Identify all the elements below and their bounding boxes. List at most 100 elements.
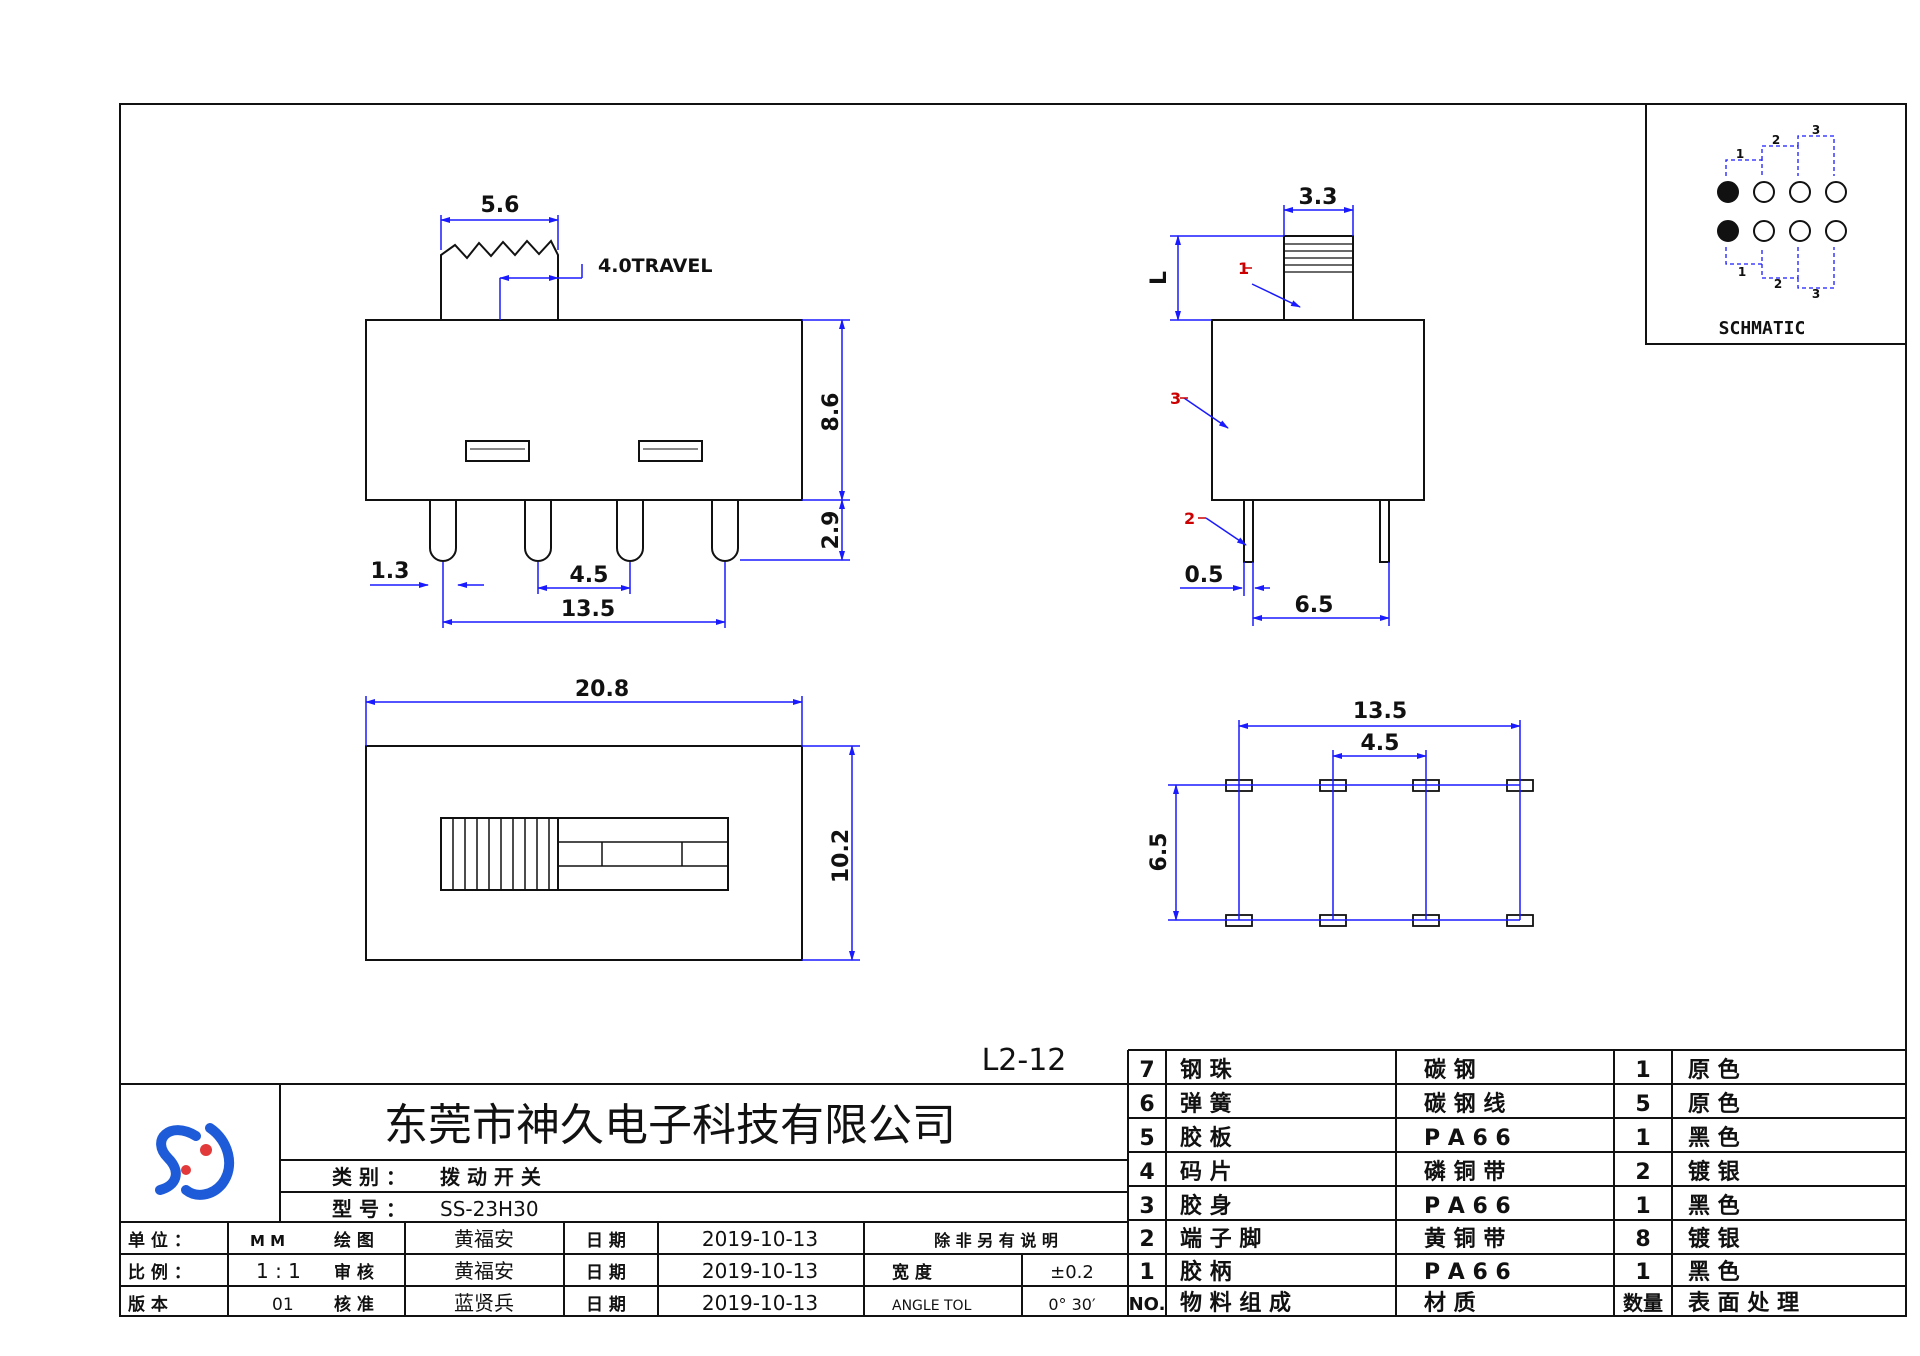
dim-pin-dia: 1.3 — [371, 559, 410, 584]
svg-text:审 核: 审 核 — [334, 1262, 374, 1283]
front-pin-2 — [524, 500, 552, 562]
footprint-view — [1225, 779, 1534, 927]
side-body — [1211, 319, 1425, 501]
category-label: 类 别 ： — [332, 1165, 406, 1189]
svg-text:胶 身: 胶 身 — [1180, 1193, 1232, 1219]
svg-text:黑 色: 黑 色 — [1688, 1193, 1740, 1219]
dim-top-length: 20.8 — [575, 677, 629, 702]
bom-header-name: 物 料 组 成 — [1180, 1290, 1291, 1316]
side-pin-right — [1379, 499, 1390, 563]
model-label: 型 号 ： — [332, 1197, 406, 1221]
bom-row-7-qty: 1 — [1635, 1058, 1650, 1083]
svg-text:2019-10-13: 2019-10-13 — [702, 1291, 818, 1315]
front-pin-3 — [616, 500, 644, 562]
svg-text:2019-10-13: 2019-10-13 — [702, 1259, 818, 1283]
dim-side-knob-width: 3.3 — [1299, 185, 1338, 210]
dim-pin-spacing: 6.5 — [1295, 593, 1334, 618]
schematic: 1 2 3 1 2 3 SCHMATIC — [1645, 103, 1907, 345]
svg-text:磷 铜 带: 磷 铜 带 — [1424, 1159, 1505, 1185]
svg-text:镀 银: 镀 银 — [1688, 1226, 1741, 1252]
svg-text:5: 5 — [1139, 1126, 1154, 1151]
dim-pitch: 4.5 — [570, 563, 609, 588]
front-pin-4 — [711, 500, 739, 562]
schematic-label-top-1: 1 — [1736, 147, 1744, 161]
bom-row-7-fin: 原 色 — [1688, 1057, 1740, 1083]
top-view — [365, 745, 803, 961]
svg-text:比 例 ：: 比 例 ： — [128, 1262, 191, 1283]
bom-table: 7 钢 珠 碳 钢 1 原 色 6 弹 簧 碳 钢 线 5 原 色 5 胶 板 … — [1129, 1057, 1799, 1316]
svg-text:单 位 ：: 单 位 ： — [128, 1230, 191, 1251]
svg-text:2019-10-13: 2019-10-13 — [702, 1227, 818, 1251]
schematic-contact-b2 — [1753, 220, 1775, 242]
svg-text:4: 4 — [1139, 1160, 1154, 1185]
front-window-right — [638, 440, 703, 462]
schematic-contact-b4 — [1825, 220, 1847, 242]
dim-top-width: 10.2 — [829, 829, 854, 883]
footprint-dimensions — [1168, 720, 1521, 921]
callout-3: 3 — [1170, 389, 1181, 408]
svg-text:8: 8 — [1635, 1227, 1650, 1252]
dim-travel: 4.0TRAVEL — [598, 255, 712, 277]
svg-text:ANGLE TOL: ANGLE TOL — [892, 1298, 972, 1314]
side-pin-left — [1243, 499, 1254, 563]
part-code: L2-12 — [982, 1043, 1067, 1078]
svg-text:日 期: 日 期 — [586, 1295, 626, 1315]
footprint-dim-labels: 13.5 4.5 6.5 — [1147, 699, 1407, 871]
svg-text:蓝贤兵: 蓝贤兵 — [454, 1291, 514, 1315]
svg-text:版 本: 版 本 — [128, 1294, 168, 1315]
schematic-label-bot-3: 3 — [1812, 287, 1820, 301]
company-name: 东莞市神久电子科技有限公司 — [384, 1100, 956, 1151]
svg-text:核 准: 核 准 — [334, 1294, 374, 1315]
svg-text:黄 铜 带: 黄 铜 带 — [1424, 1226, 1505, 1252]
svg-text:1 : 1: 1 : 1 — [256, 1259, 301, 1283]
dim-span: 13.5 — [561, 597, 615, 622]
svg-text:胶 柄: 胶 柄 — [1180, 1259, 1232, 1285]
svg-text:P A 6 6: P A 6 6 — [1424, 1194, 1511, 1219]
svg-text:P A 6 6: P A 6 6 — [1424, 1260, 1511, 1285]
svg-text:原 色: 原 色 — [1688, 1091, 1740, 1117]
top-dim-labels: 20.8 10.2 — [575, 677, 854, 883]
side-dimensions — [1170, 205, 1390, 626]
svg-text:1: 1 — [1139, 1260, 1154, 1285]
svg-text:±0.2: ±0.2 — [1050, 1262, 1094, 1283]
svg-text:01: 01 — [272, 1295, 294, 1315]
svg-text:3: 3 — [1139, 1194, 1154, 1219]
title-block-text: 东莞市神久电子科技有限公司 类 别 ： 拨 动 开 关 型 号 ： SS-23H… — [128, 1100, 1096, 1315]
bom-header-qty: 数量 — [1623, 1291, 1663, 1315]
company-logo — [155, 1123, 235, 1200]
schematic-contact-a4 — [1825, 181, 1847, 203]
drawing-border — [119, 103, 1907, 1317]
front-knob — [440, 239, 559, 320]
dim-fp-pitch: 4.5 — [1361, 731, 1400, 756]
callout-2: 2 — [1184, 509, 1195, 528]
schematic-contact-a3 — [1789, 181, 1811, 203]
dim-knob-width: 5.6 — [481, 193, 520, 218]
title-block-lines — [120, 1049, 1906, 1316]
front-dim-labels: 5.6 4.0TRAVEL 8.6 2.9 1.3 4.5 13.5 — [371, 193, 844, 622]
svg-text:5: 5 — [1635, 1092, 1650, 1117]
svg-text:宽 度: 宽 度 — [892, 1262, 933, 1283]
top-body — [365, 745, 803, 961]
dim-body-height: 8.6 — [819, 393, 844, 432]
front-pin-1 — [429, 500, 457, 562]
category-value: 拨 动 开 关 — [440, 1165, 541, 1189]
svg-text:日 期: 日 期 — [586, 1231, 626, 1251]
schematic-contact-b1 — [1717, 220, 1739, 242]
bom-row-7-no: 7 — [1139, 1058, 1154, 1083]
svg-text:镀 银: 镀 银 — [1688, 1159, 1741, 1185]
schematic-title: SCHMATIC — [1719, 318, 1806, 339]
side-view — [1211, 235, 1425, 563]
bom-row-7-name: 钢 珠 — [1180, 1057, 1233, 1083]
svg-text:黄福安: 黄福安 — [454, 1259, 514, 1283]
model-value: SS-23H30 — [440, 1197, 539, 1221]
svg-text:绘 图: 绘 图 — [334, 1230, 374, 1251]
side-dim-labels: 3.3 L 1 3 2 0.5 6.5 — [1147, 185, 1337, 618]
front-view — [365, 239, 803, 562]
schematic-label-bot-1: 1 — [1738, 265, 1746, 279]
svg-text:M M: M M — [250, 1232, 285, 1250]
dim-pin-length: 2.9 — [819, 511, 844, 550]
svg-text:1: 1 — [1635, 1260, 1650, 1285]
svg-text:黑 色: 黑 色 — [1688, 1125, 1740, 1151]
front-dimensions — [370, 215, 850, 628]
